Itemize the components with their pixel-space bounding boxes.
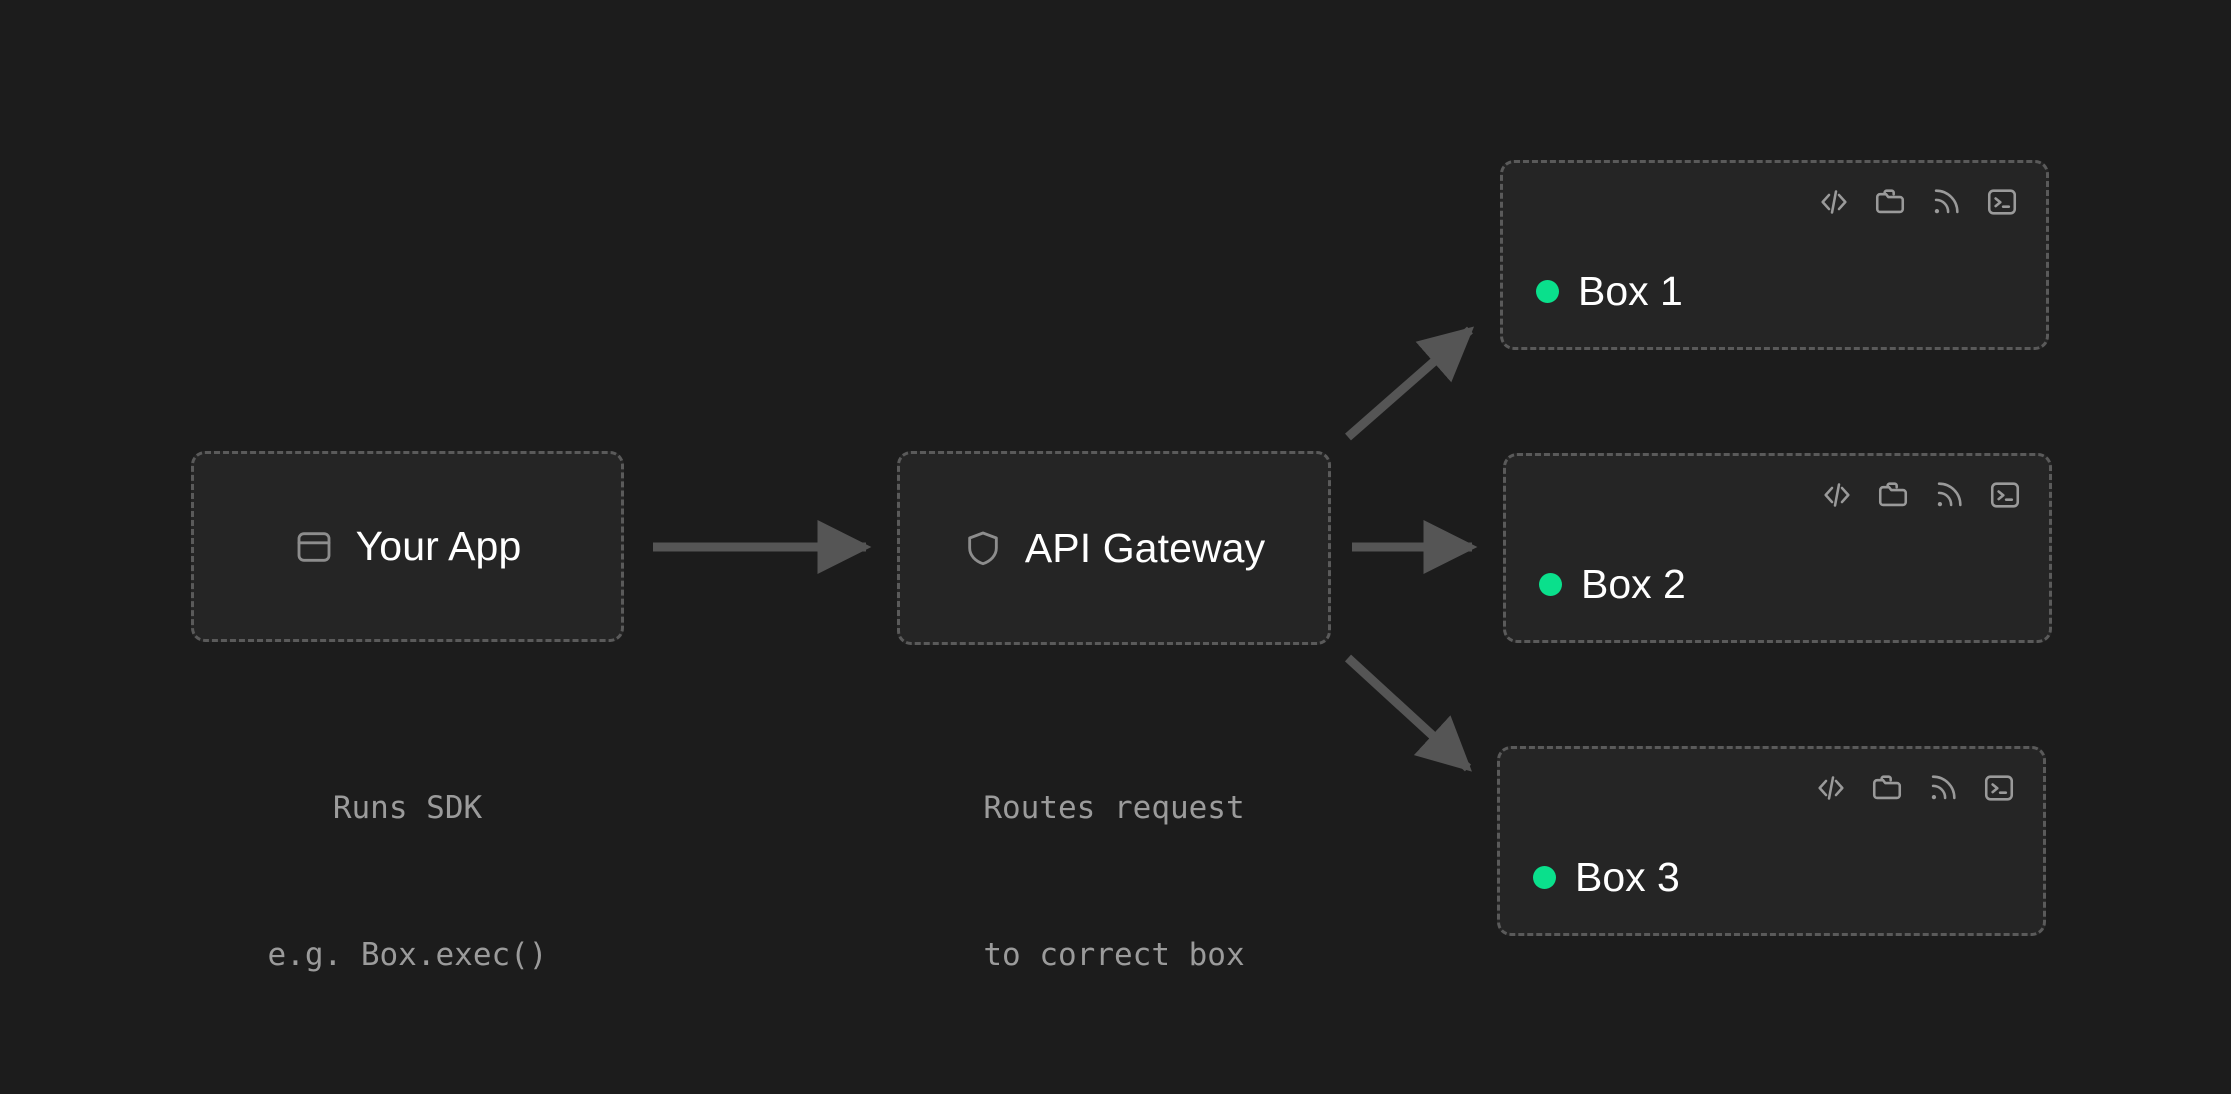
node-api-gateway[interactable]: API Gateway [897,451,1331,645]
terminal-icon[interactable] [1985,185,2019,219]
box-card-1[interactable]: Box 1 [1500,160,2049,350]
shield-icon [963,528,1003,568]
node-your-app-content: Your App [194,454,621,639]
caption-your-app-line-1: Runs SDK [332,790,483,826]
node-your-app-label: Your App [355,523,522,569]
signal-icon[interactable] [1929,185,1963,219]
box-card-2[interactable]: Box 2 [1503,453,2052,643]
code-icon[interactable] [1817,185,1851,219]
box-card-2-icons [1820,478,2022,512]
folder-icon[interactable] [1876,478,1910,512]
terminal-icon[interactable] [1982,771,2016,805]
connector-gateway-to-box-1 [1345,326,1475,441]
connector-gateway-to-box-3 [1344,654,1472,772]
box-card-1-footer: Box 1 [1536,268,1683,315]
box-card-3-icons [1814,771,2016,805]
box-card-3[interactable]: Box 3 [1497,746,2046,936]
caption-your-app: Runs SDK e.g. Box.exec() [191,686,624,1078]
terminal-icon[interactable] [1988,478,2022,512]
status-dot [1536,280,1559,303]
signal-icon[interactable] [1926,771,1960,805]
code-icon[interactable] [1814,771,1848,805]
folder-icon[interactable] [1873,185,1907,219]
box-card-2-footer: Box 2 [1539,561,1686,608]
code-icon[interactable] [1820,478,1854,512]
folder-icon[interactable] [1870,771,1904,805]
caption-api-gateway: Routes request to correct box [897,686,1331,1078]
node-your-app[interactable]: Your App [191,451,624,642]
caption-api-gateway-line-2: to correct box [983,937,1245,973]
app-window-icon [294,527,334,567]
status-dot [1533,866,1556,889]
caption-your-app-line-2: e.g. Box.exec() [267,937,548,973]
box-card-1-label: Box 1 [1578,268,1683,314]
status-dot [1539,573,1562,596]
box-card-2-label: Box 2 [1581,561,1686,607]
node-api-gateway-content: API Gateway [900,454,1328,642]
box-card-3-footer: Box 3 [1533,854,1680,901]
signal-icon[interactable] [1932,478,1966,512]
box-card-3-label: Box 3 [1575,854,1680,900]
caption-api-gateway-line-1: Routes request [983,790,1245,826]
box-card-1-icons [1817,185,2019,219]
node-api-gateway-label: API Gateway [1024,524,1266,571]
